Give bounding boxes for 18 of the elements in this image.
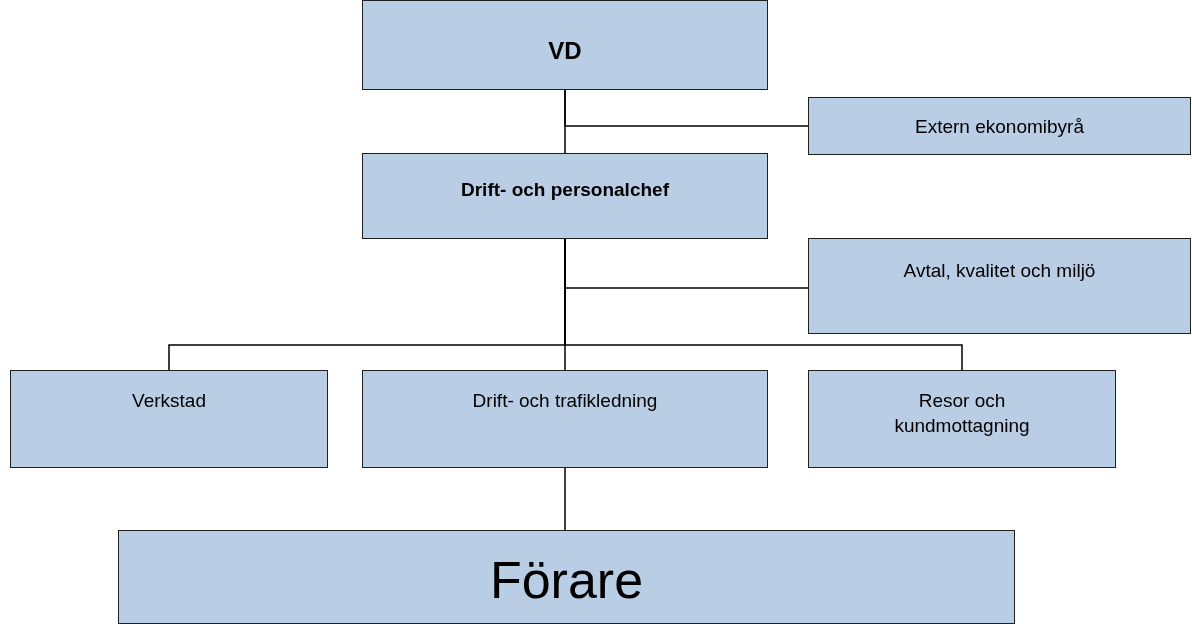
connector-line (564, 467, 566, 531)
box-label: Drift- och trafikledning (472, 389, 658, 413)
box-label: Avtal, kvalitet och miljö (903, 259, 1096, 283)
org-box (808, 97, 1191, 155)
org-box (808, 238, 1191, 334)
org-box (362, 370, 768, 468)
box-label: Resor och kundmottagning (893, 389, 1031, 438)
connector-line (564, 89, 809, 127)
org-box (362, 0, 768, 90)
box-label: Extern ekonomibyrå (915, 115, 1084, 139)
org-box (362, 153, 768, 239)
box-label: Förare (489, 550, 644, 611)
box-label: Drift- och personalchef (461, 178, 669, 202)
org-box (118, 530, 1015, 624)
box-label: Verkstad (132, 389, 206, 413)
org-box (808, 370, 1116, 468)
box-label: VD (548, 36, 582, 66)
org-box (10, 370, 328, 468)
